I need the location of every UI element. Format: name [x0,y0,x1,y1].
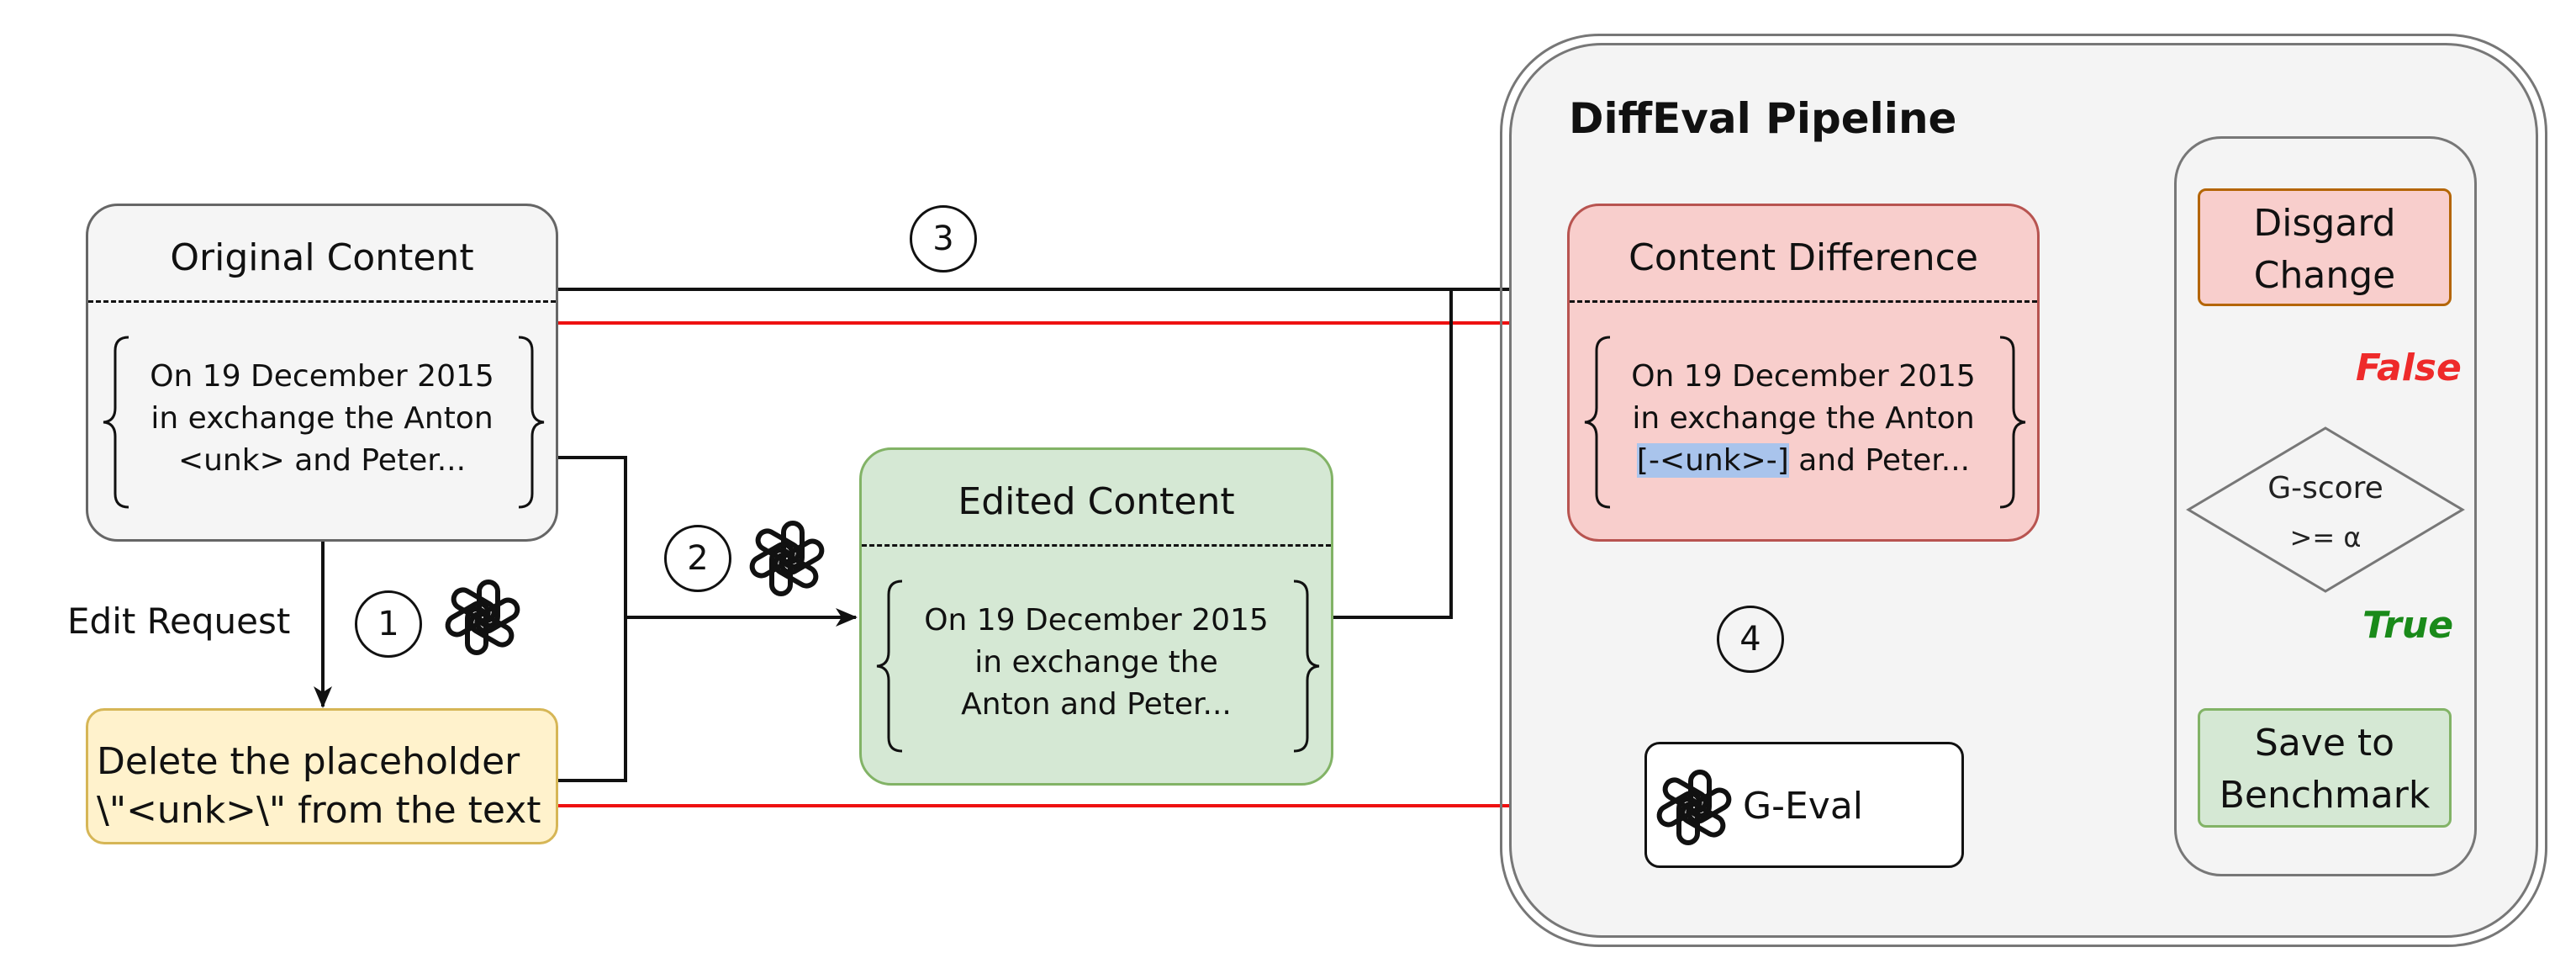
request-line-1: Delete the placeholder [97,740,520,783]
openai-logo-icon [445,579,520,655]
step-2-marker: 2 [664,525,731,592]
arrow-edited-to-difference [1333,289,1453,619]
text-line: in exchange the Anton [150,401,494,436]
step-3-marker: 3 [910,205,977,273]
deleted-token-highlight: [-<unk>-] [1636,443,1789,478]
divider [1570,300,2037,303]
text-line: On 19 December 2015 [924,603,1269,638]
content-difference-title: Content Difference [1628,236,1978,279]
right-brace-icon [1999,336,2026,509]
save-line-1: Save to [2254,722,2395,765]
arrow-original-request-to-edited [558,456,627,782]
text-span: and Peter... [1788,443,1971,478]
false-label: False [2356,347,2462,389]
g-eval-label: G-Eval [1743,785,1863,828]
right-brace-icon [518,336,545,509]
pipeline-title: DiffEval Pipeline [1569,94,1957,143]
true-label: True [2362,604,2454,647]
text-line: Anton and Peter... [961,687,1232,722]
original-content-title: Original Content [170,236,474,279]
text-line: in exchange the [974,645,1218,680]
edit-request-label: Edit Request [67,601,291,642]
condition-line-2: >= α [2289,521,2362,553]
text-line: On 19 December 2015 [150,359,494,394]
text-line: [-<unk>-] and Peter... [1570,440,2037,482]
openai-logo-icon [1656,770,1732,845]
request-line-2: \"<unk>\" from the text [97,789,541,832]
save-to-benchmark-box: Save to Benchmark [2198,708,2452,828]
left-brace-icon [103,336,129,509]
edited-content-box: Edited Content On 19 December 2015 in ex… [859,447,1333,786]
edited-content-title: Edited Content [958,480,1235,523]
discard-change-box: Disgard Change [2198,188,2452,306]
text-line: On 19 December 2015 [1631,359,1976,394]
left-brace-icon [1584,336,1611,509]
openai-logo-icon [749,521,825,596]
discard-line-2: Change [2253,254,2396,297]
text-line: in exchange the Anton [1632,401,1975,436]
condition-line-1: G-score [2267,471,2383,505]
edited-content-text: On 19 December 2015 in exchange the Anto… [862,600,1331,726]
g-score-decision-diamond [2186,426,2465,593]
content-difference-text: On 19 December 2015 in exchange the Anto… [1570,356,2037,482]
save-line-2: Benchmark [2219,774,2431,817]
original-content-text: On 19 December 2015 in exchange the Anto… [88,356,556,482]
original-content-box: Original Content On 19 December 2015 in … [86,204,558,542]
right-brace-icon [1293,579,1320,753]
text-line: <unk> and Peter... [177,443,467,478]
left-brace-icon [876,579,903,753]
g-eval-box: G-Eval [1644,742,1964,868]
step-4-marker: 4 [1717,606,1784,673]
content-difference-box: Content Difference On 19 December 2015 i… [1567,204,2040,542]
divider [88,300,556,303]
discard-line-1: Disgard [2253,202,2396,245]
step-1-marker: 1 [355,590,422,658]
divider [862,544,1331,547]
edit-request-box: Delete the placeholder \"<unk>\" from th… [86,708,558,844]
g-score-condition: G-score >= α [2186,464,2465,562]
